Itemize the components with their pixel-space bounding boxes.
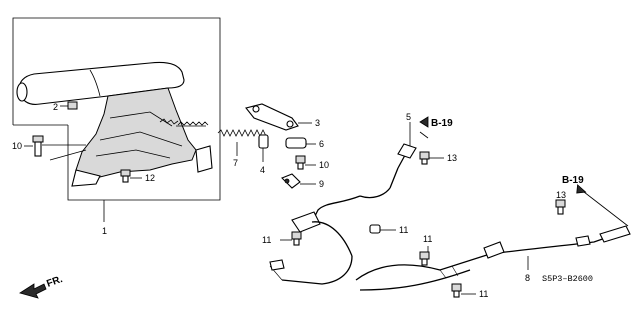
- pin-4: [258, 134, 269, 162]
- front-label: FR.: [45, 274, 64, 290]
- adjusting-nut-6: [285, 137, 316, 149]
- bolt-10-right: [295, 155, 316, 170]
- callout-13-right: 13: [556, 190, 566, 200]
- bolt-11-a: [280, 231, 302, 246]
- callout-12: 12: [145, 173, 155, 183]
- spring-7: [217, 129, 267, 156]
- callout-7: 7: [233, 158, 238, 168]
- clip-9: [281, 173, 316, 189]
- front-cable-5: [359, 122, 429, 199]
- bolt-11-b: [369, 224, 396, 234]
- callout-9: 9: [319, 179, 324, 189]
- ref-arrow-top: [419, 116, 429, 128]
- ref-b19-right: B-19: [562, 175, 584, 186]
- bolt-11-c: [419, 246, 430, 266]
- callout-11-c: 11: [423, 234, 432, 244]
- nut-2: [60, 101, 78, 110]
- callout-11-b: 11: [399, 225, 408, 235]
- callout-4: 4: [260, 165, 265, 175]
- assembly-frame: [12, 17, 221, 222]
- parking-brake-lever: [16, 61, 213, 187]
- ref-arrow-right: [576, 184, 629, 227]
- bolt-12: [120, 169, 142, 183]
- callout-13-upper: 13: [447, 153, 457, 163]
- bolt-13-right: [555, 199, 566, 215]
- ref-b19-top: B-19: [431, 118, 453, 129]
- bolt-10-left: [24, 135, 44, 157]
- callout-11-d: 11: [479, 289, 488, 299]
- callout-10-right: 10: [319, 160, 329, 170]
- equalizer-3: [245, 103, 312, 131]
- bolt-13-upper: [419, 151, 444, 165]
- callout-10-left: 10: [12, 141, 22, 151]
- callout-1: 1: [102, 226, 107, 236]
- front-direction-arrow: [19, 283, 47, 299]
- callout-6: 6: [319, 139, 324, 149]
- callout-8: 8: [525, 273, 530, 283]
- callout-3: 3: [315, 118, 320, 128]
- rear-cable-right: [355, 225, 631, 291]
- rear-cable-left: [269, 195, 361, 285]
- callout-11-a: 11: [262, 235, 271, 245]
- bolt-11-d: [451, 283, 476, 298]
- diagram-code: S5P3–B2600: [542, 274, 593, 284]
- callout-2: 2: [53, 102, 58, 112]
- callout-5: 5: [406, 112, 411, 122]
